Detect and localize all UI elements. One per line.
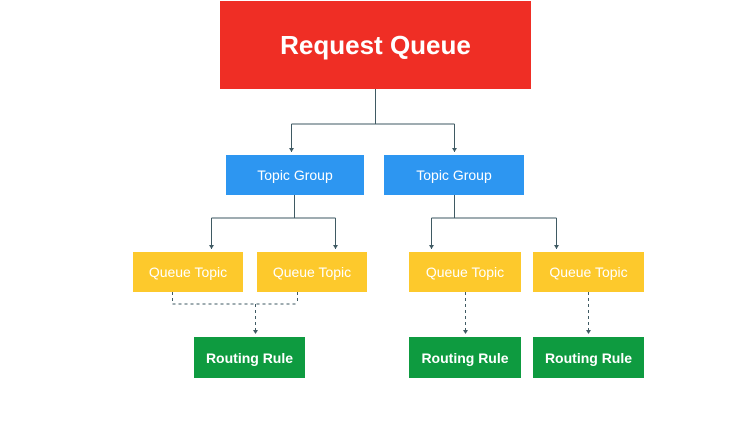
routing-rule-node: Routing Rule <box>194 337 305 378</box>
right-group-connector <box>429 195 559 249</box>
left-group-connector <box>209 195 338 249</box>
left-rule-connector <box>172 292 298 334</box>
routing-rule-node: Routing Rule <box>409 337 521 378</box>
routing-rule-node: Routing Rule <box>533 337 644 378</box>
request-queue-node: Request Queue <box>220 1 531 89</box>
root-connector <box>289 89 457 152</box>
queue-topic-node: Queue Topic <box>133 252 243 292</box>
topic-group-node-left: Topic Group <box>226 155 364 195</box>
queue-topic-node: Queue Topic <box>257 252 367 292</box>
topic-group-node-right: Topic Group <box>384 155 524 195</box>
queue-topic-node: Queue Topic <box>533 252 644 292</box>
queue-topic-node: Queue Topic <box>409 252 521 292</box>
